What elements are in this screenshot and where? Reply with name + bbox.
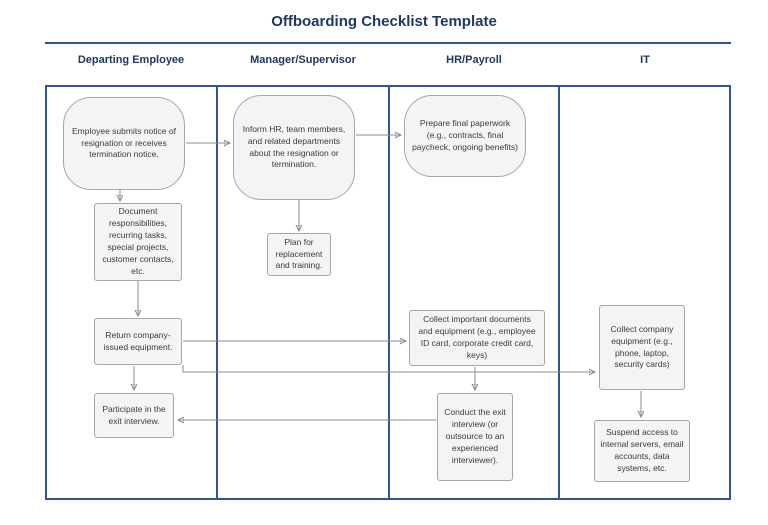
node-return-equipment: Return company-issued equipment. — [94, 318, 182, 365]
node-prepare-paperwork: Prepare final paperwork (e.g., contracts… — [404, 95, 526, 177]
node-participate-exit-interview: Participate in the exit interview. — [94, 393, 174, 438]
lane-header-it: IT — [640, 54, 650, 66]
node-plan-replacement: Plan for replacement and training. — [267, 233, 331, 276]
node-suspend-access: Suspend access to internal servers, emai… — [594, 420, 690, 482]
node-collect-company-equipment: Collect company equipment (e.g., phone, … — [599, 305, 685, 390]
node-inform-hr: Inform HR, team members, and related dep… — [233, 95, 355, 200]
lane-header-departing-employee: Departing Employee — [77, 54, 185, 66]
lane-divider-1 — [216, 85, 218, 500]
node-conduct-exit-interview: Conduct the exit interview (or outsource… — [437, 393, 513, 481]
header-divider-line — [45, 42, 731, 44]
page-title: Offboarding Checklist Template — [271, 13, 497, 30]
lane-header-hr-payroll: HR/Payroll — [446, 54, 502, 66]
node-collect-documents: Collect important documents and equipmen… — [409, 310, 545, 366]
node-employee-notice: Employee submits notice of resignation o… — [63, 97, 185, 190]
lane-divider-2 — [388, 85, 390, 500]
lane-header-manager-supervisor: Manager/Supervisor — [250, 54, 356, 66]
node-document-responsibilities: Document responsibilities, recurring tas… — [94, 203, 182, 281]
lane-divider-3 — [558, 85, 560, 500]
